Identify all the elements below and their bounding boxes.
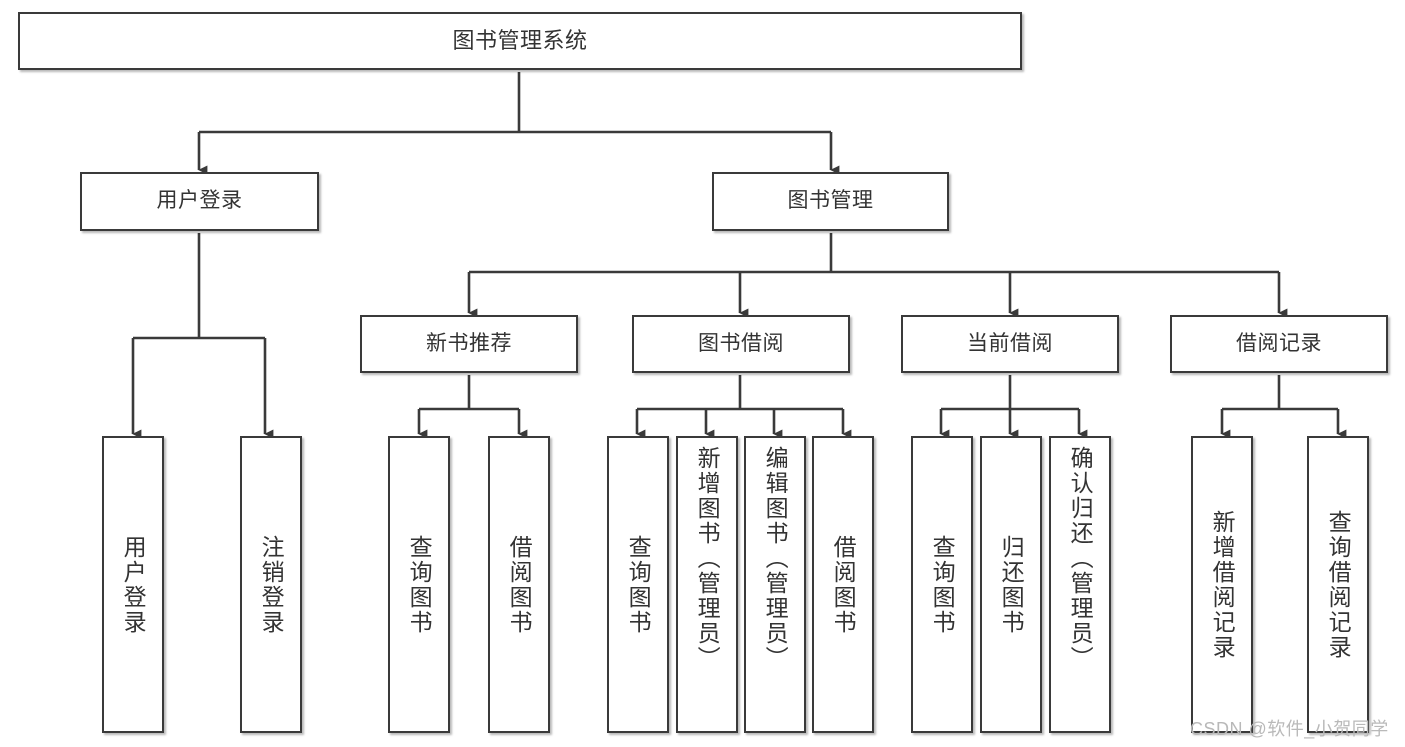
- node-label: 用户登录: [156, 189, 243, 213]
- node-label: 查询图书: [406, 534, 433, 635]
- leaf-borrow-borrow-book[interactable]: 借阅图书: [812, 436, 874, 733]
- leaf-user-login-login[interactable]: 用户登录: [102, 436, 164, 733]
- leaf-current-confirm-return-admin[interactable]: 确认归还（管理员）: [1049, 436, 1111, 733]
- node-label: 新增图书（管理员）: [694, 446, 721, 671]
- node-label: 借阅图书: [506, 534, 533, 635]
- node-label: 编辑图书（管理员）: [762, 446, 789, 671]
- node-label: 当前借阅: [967, 331, 1053, 355]
- node-label: 图书管理: [787, 189, 874, 213]
- leaf-record-add-record[interactable]: 新增借阅记录: [1191, 436, 1253, 733]
- node-label: 图书借阅: [698, 331, 784, 355]
- node-user-login[interactable]: 用户登录: [80, 172, 319, 231]
- node-label: 查询借阅记录: [1325, 509, 1352, 660]
- leaf-recommend-query-book[interactable]: 查询图书: [388, 436, 450, 733]
- node-label: 借阅图书: [830, 534, 857, 635]
- node-label: 查询图书: [929, 534, 956, 635]
- node-label: 借阅记录: [1236, 331, 1322, 355]
- node-book-borrow[interactable]: 图书借阅: [632, 315, 850, 373]
- node-label: 归还图书: [998, 534, 1025, 635]
- node-new-book-recommend[interactable]: 新书推荐: [360, 315, 578, 373]
- leaf-borrow-query-book[interactable]: 查询图书: [607, 436, 669, 733]
- node-label: 图书管理系统: [452, 28, 588, 54]
- node-label: 用户登录: [120, 534, 147, 635]
- leaf-borrow-edit-book-admin[interactable]: 编辑图书（管理员）: [744, 436, 806, 733]
- watermark-text: CSDN @软件_小贺同学: [1190, 719, 1389, 739]
- leaf-user-login-logout[interactable]: 注销登录: [240, 436, 302, 733]
- leaf-current-query-book[interactable]: 查询图书: [911, 436, 973, 733]
- node-book-management[interactable]: 图书管理: [712, 172, 949, 231]
- node-label: 新书推荐: [426, 331, 512, 355]
- node-label: 确认归还（管理员）: [1067, 446, 1094, 671]
- leaf-record-query-record[interactable]: 查询借阅记录: [1307, 436, 1369, 733]
- node-label: 查询图书: [625, 534, 652, 635]
- leaf-recommend-borrow-book[interactable]: 借阅图书: [488, 436, 550, 733]
- node-borrow-record[interactable]: 借阅记录: [1170, 315, 1388, 373]
- leaf-borrow-add-book-admin[interactable]: 新增图书（管理员）: [676, 436, 738, 733]
- node-root-system[interactable]: 图书管理系统: [18, 12, 1022, 70]
- node-label: 新增借阅记录: [1209, 509, 1236, 660]
- leaf-current-return-book[interactable]: 归还图书: [980, 436, 1042, 733]
- node-label: 注销登录: [258, 534, 285, 635]
- node-current-borrow[interactable]: 当前借阅: [901, 315, 1119, 373]
